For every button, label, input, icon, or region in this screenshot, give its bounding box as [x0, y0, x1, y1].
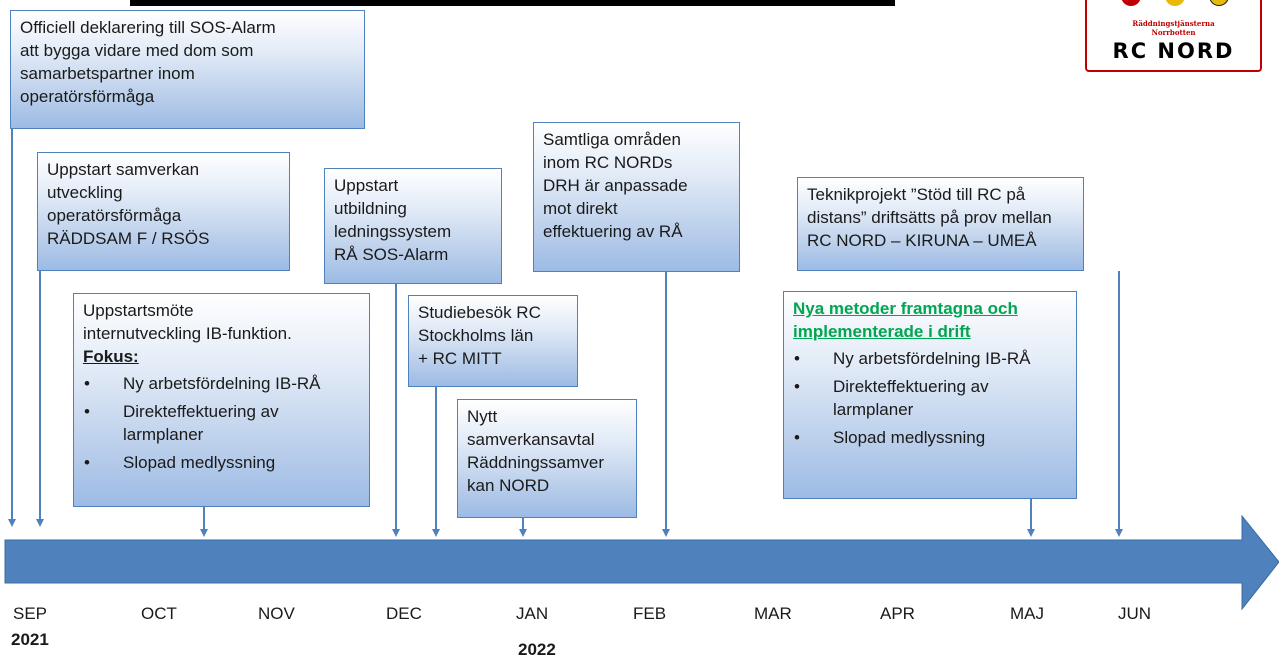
box-text: inom RC NORDs	[543, 153, 673, 172]
connector-arrowhead-icon	[1115, 529, 1123, 537]
logo-subtitle-1: Räddningstjänsterna	[1132, 19, 1215, 28]
connector-arrowhead-icon	[432, 529, 440, 537]
event-box-training: Uppstart utbildning ledningssystem RÅ SO…	[324, 168, 502, 284]
box-text: Räddningssamver	[467, 453, 605, 472]
list-item: Slopad medlyssning	[83, 451, 360, 474]
box-text: RÅ SOS-Alarm	[334, 245, 449, 264]
event-box-study-visit: Studiebesök RC Stockholms län + RC MITT	[408, 295, 578, 387]
box-text: Studiebesök RC	[418, 303, 541, 322]
connector-arrowhead-icon	[519, 529, 527, 537]
connector-arrowhead-icon	[392, 529, 400, 537]
list-item-text: Direkteffektuering av larmplaner	[833, 377, 989, 419]
timeline-arrow-shape	[4, 514, 1279, 611]
month-label-dec: DEC	[386, 604, 422, 623]
box-text: operatörsförmåga	[47, 206, 182, 225]
connector-arrowhead-icon	[8, 519, 16, 527]
connector-arrowhead-icon	[36, 519, 44, 527]
year-label-2021: 2021	[11, 630, 49, 649]
box-text: ledningssystem	[334, 222, 452, 241]
month-label-jan: JAN	[516, 604, 549, 623]
methods-list: Ny arbetsfördelning IB-RÅ Direkteffektue…	[793, 347, 1067, 449]
connector-line	[1118, 271, 1120, 529]
box-text: distans” driftsätts på prov mellan	[807, 208, 1052, 227]
list-item-text: Ny arbetsfördelning IB-RÅ	[833, 349, 1031, 368]
event-box-sos-declaration: Officiell deklarering till SOS-Alarm att…	[10, 10, 365, 129]
methods-heading: Nya metoder framtagna och implementerade…	[793, 299, 1018, 341]
box-text: samverkansavtal	[467, 430, 595, 449]
box-text: Uppstartsmöte	[83, 301, 194, 320]
list-item: Ny arbetsfördelning IB-RÅ	[83, 372, 360, 395]
connector-line	[522, 518, 524, 529]
event-box-tech-project: Teknikprojekt ”Stöd till RC på distans” …	[797, 177, 1084, 271]
month-label-apr: APR	[880, 604, 915, 623]
list-item: Direkteffektuering av larmplaner	[793, 375, 1008, 421]
list-item-text: Direkteffektuering av larmplaner	[123, 402, 279, 444]
box-text: att bygga vidare med dom som	[20, 41, 254, 60]
box-text: utbildning	[334, 199, 407, 218]
connector-line	[435, 387, 437, 529]
event-box-new-methods: Nya metoder framtagna och implementerade…	[783, 291, 1077, 499]
connector-arrowhead-icon	[1027, 529, 1035, 537]
emblem-left-icon	[1121, 0, 1141, 6]
month-label-jun: JUN	[1118, 604, 1152, 623]
event-box-raddsam: Uppstart samverkan utveckling operatörsf…	[37, 152, 290, 271]
logo-subtitle-2: Norrbotten	[1151, 28, 1196, 37]
month-label-sep: SEP	[13, 604, 48, 623]
box-text: Officiell deklarering till SOS-Alarm	[20, 18, 276, 37]
connector-line	[395, 284, 397, 529]
rc-nord-logo: Räddningstjänsterna Norrbotten RC NORD	[1085, 0, 1262, 72]
event-box-ib-function: Uppstartsmöte internutveckling IB-funkti…	[73, 293, 370, 507]
month-label-maj: MAJ	[1010, 604, 1044, 623]
list-item-text: Slopad medlyssning	[833, 428, 986, 447]
list-item-text: Ny arbetsfördelning IB-RÅ	[123, 374, 321, 393]
connector-line	[39, 271, 41, 519]
connector-arrowhead-icon	[200, 529, 208, 537]
box-text: RÄDDSAM F / RSÖS	[47, 229, 210, 248]
event-box-drh: Samtliga områden inom RC NORDs DRH är an…	[533, 122, 740, 272]
emblem-center-icon	[1165, 0, 1185, 6]
box-text: DRH är anpassade	[543, 176, 688, 195]
box-text: effektuering av RÅ	[543, 222, 683, 241]
month-label-nov: NOV	[258, 604, 295, 623]
box-text: Teknikprojekt ”Stöd till RC på	[807, 185, 1026, 204]
box-text: Nytt	[467, 407, 498, 426]
box-text: RC NORD – KIRUNA – UMEÅ	[807, 231, 1037, 250]
box-text: utveckling	[47, 183, 123, 202]
box-text: Uppstart samverkan	[47, 160, 200, 179]
year-label-2022: 2022	[518, 640, 556, 659]
box-text: kan NORD	[467, 476, 550, 495]
box-text: Uppstart	[334, 176, 399, 195]
top-bar	[130, 0, 895, 6]
logo-title: RC NORD	[1112, 39, 1235, 63]
connector-line	[11, 129, 13, 519]
connector-arrowhead-icon	[662, 529, 670, 537]
connector-line	[1030, 499, 1032, 529]
box-text: + RC MITT	[418, 349, 502, 368]
box-text: internutveckling IB-funktion.	[83, 324, 292, 343]
box-text: operatörsförmåga	[20, 87, 155, 106]
connector-line	[665, 272, 667, 529]
event-box-agreement: Nytt samverkansavtal Räddningssamver kan…	[457, 399, 637, 518]
list-item: Slopad medlyssning	[793, 426, 1067, 449]
month-label-mar: MAR	[754, 604, 792, 623]
list-item-text: Slopad medlyssning	[123, 453, 276, 472]
month-label-feb: FEB	[633, 604, 667, 623]
box-text: samarbetspartner inom	[20, 64, 195, 83]
focus-list: Ny arbetsfördelning IB-RÅ Direkteffektue…	[83, 372, 360, 474]
month-label-oct: OCT	[141, 604, 177, 623]
connector-line	[203, 507, 205, 529]
box-text: Samtliga områden	[543, 130, 681, 149]
box-text: mot direkt	[543, 199, 618, 218]
list-item: Ny arbetsfördelning IB-RÅ	[793, 347, 1067, 370]
list-item: Direkteffektuering av larmplaner	[83, 400, 360, 446]
box-text: Stockholms län	[418, 326, 534, 345]
focus-heading: Fokus:	[83, 347, 139, 366]
